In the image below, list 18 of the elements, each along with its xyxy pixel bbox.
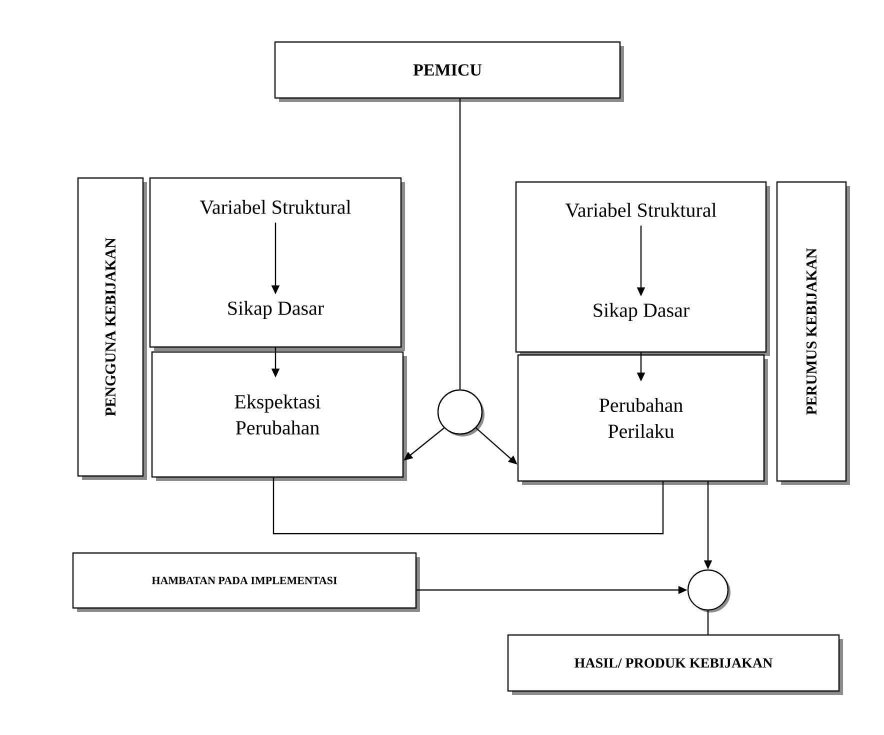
- connector-line: [707, 610, 709, 634]
- obstacle-box: HAMBATAN PADA IMPLEMENTASI: [72, 552, 420, 612]
- group-box: [149, 177, 405, 351]
- node-text: Sikap Dasar: [228, 300, 324, 320]
- process-box: Ekspektasi Perubahan: [151, 351, 407, 481]
- side-label-box: PERUMUS KEBIJAKAN: [776, 181, 850, 485]
- connector-line: [272, 478, 664, 534]
- junction-circle: [687, 569, 730, 612]
- side-label-box: PENGGUNA KEBIJAKAN: [77, 177, 147, 480]
- trigger-box: PEMICU: [274, 41, 624, 102]
- connector-line: [459, 98, 461, 390]
- node-text: Variabel Struktural: [200, 200, 351, 214]
- group-box: [515, 181, 770, 356]
- node-text: Sikap Dasar: [594, 302, 690, 322]
- node-text: Variabel Struktural: [565, 202, 716, 218]
- result-box: HASIL/ PRODUK KEBIJAKAN: [507, 634, 843, 695]
- junction-circle: [437, 389, 484, 436]
- process-box: Perubahan Perilaku: [517, 354, 768, 485]
